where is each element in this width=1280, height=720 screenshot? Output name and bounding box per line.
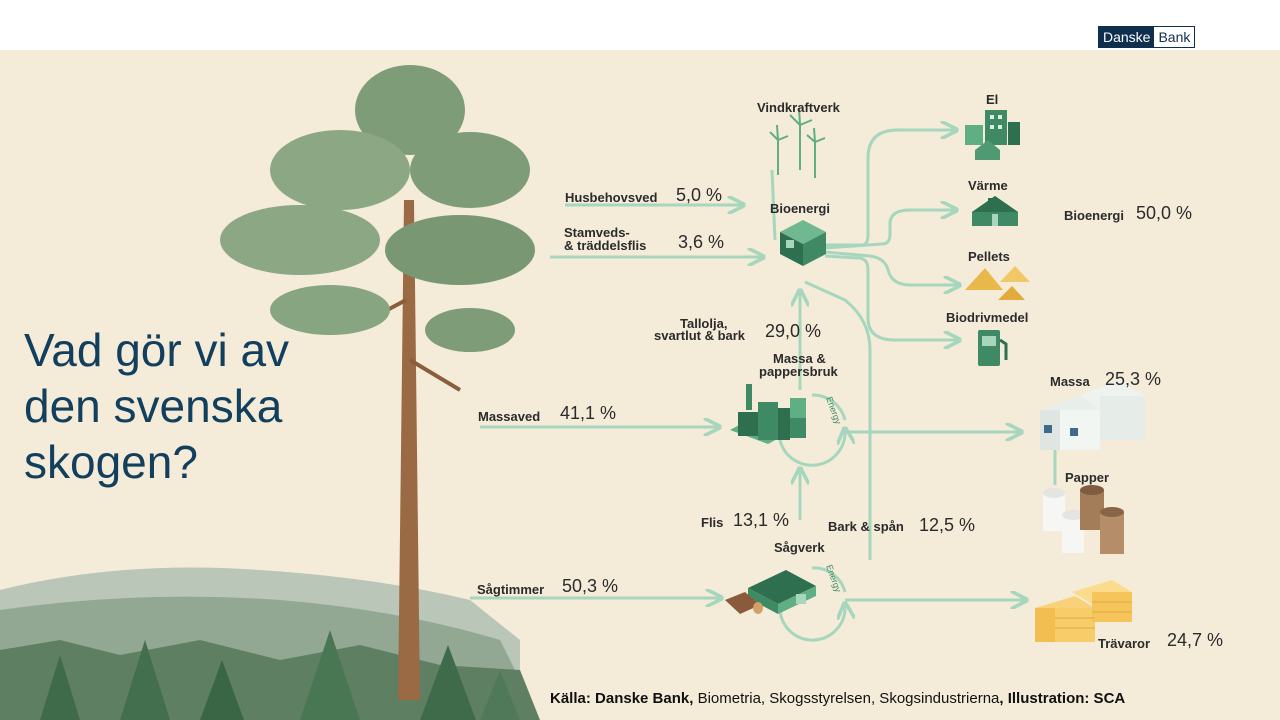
byproduct-label-flis: Flis (701, 515, 724, 530)
input-pct-stamvedsflis: 3,6 % (678, 232, 725, 252)
pulp-bales-icon (1040, 380, 1145, 450)
output-label-pellets: Pellets (968, 249, 1010, 264)
output-label-heat: Värme (968, 178, 1008, 193)
logo-part1: Danske (1099, 27, 1155, 47)
process-label-pulp-line2: pappersbruk (759, 364, 838, 379)
output-label-pulp: Massa (1050, 374, 1090, 389)
bioenergy-plant-icon (780, 220, 826, 266)
input-pct-massaved: 41,1 % (560, 403, 617, 423)
energy-label-sawmill: Energy (824, 563, 843, 594)
output-pct-pulp: 25,3 % (1105, 369, 1162, 389)
source-bold-1: Källa: Danske Bank, (550, 690, 694, 707)
flow-arrows (470, 130, 1057, 642)
danske-bank-logo: Danske Bank (1098, 26, 1196, 48)
input-label-stamvedsflis-line1: Stamveds- (564, 225, 630, 240)
background-forest (0, 567, 540, 720)
wind-turbine-icon (769, 107, 826, 178)
input-pct-husbehovsved: 5,0 % (676, 185, 723, 205)
source-normal: Biometria, Skogsstyrelsen, Skogsindustri… (693, 690, 1000, 707)
pellets-icon (965, 266, 1030, 300)
byproduct-label-tallolja-line1: Tallolja, (680, 316, 728, 331)
logo-part2: Bank (1154, 27, 1195, 47)
input-pct-sagtimmer: 50,3 % (562, 576, 619, 596)
byproduct-pct-bark: 12,5 % (919, 515, 976, 535)
slide-title: Vad gör vi av den svenska skogen? (24, 324, 290, 488)
process-label-sawmill: Sågverk (774, 540, 825, 555)
output-label-timber: Trävaror (1098, 636, 1151, 651)
byproduct-pct-flis: 13,1 % (733, 510, 790, 530)
input-label-husbehovsved: Husbehovsved (565, 190, 658, 205)
output-label-bioenergy-total: Bioenergi (1064, 208, 1124, 223)
timber-planks-icon (1035, 580, 1132, 642)
process-label-pulp-line1: Massa & (773, 351, 826, 366)
sawmill-icon (725, 570, 816, 614)
process-label-bioenergy: Bioenergi (770, 201, 830, 216)
output-label-biofuel: Biodrivmedel (946, 310, 1029, 325)
input-label-stamvedsflis-line2: & träddelsflis (564, 238, 647, 253)
paper-rolls-icon (1043, 485, 1124, 554)
output-label-el: El (986, 92, 999, 107)
source-credit: Källa: Danske Bank, Biometria, Skogsstyr… (550, 690, 1125, 707)
biofuel-pump-icon (978, 330, 1008, 366)
output-pct-timber: 24,7 % (1167, 630, 1224, 650)
heat-house-icon (972, 196, 1018, 226)
electricity-city-icon (965, 110, 1020, 160)
pine-tree (220, 65, 535, 700)
process-label-wind: Vindkraftverk (757, 100, 840, 115)
pulp-paper-mill-icon (730, 384, 806, 444)
input-label-massaved: Massaved (478, 409, 541, 424)
byproduct-label-bark: Bark & spån (828, 519, 904, 534)
output-pct-bioenergy-total: 50,0 % (1136, 203, 1193, 223)
output-label-paper: Papper (1065, 470, 1110, 485)
byproduct-pct-tallolja: 29,0 % (765, 321, 822, 341)
top-bar (0, 0, 1280, 50)
source-bold-2: , Illustration: SCA (999, 690, 1126, 707)
byproduct-label-tallolja-line2: svartlut & bark (654, 328, 746, 343)
input-label-sagtimmer: Sågtimmer (477, 582, 545, 597)
